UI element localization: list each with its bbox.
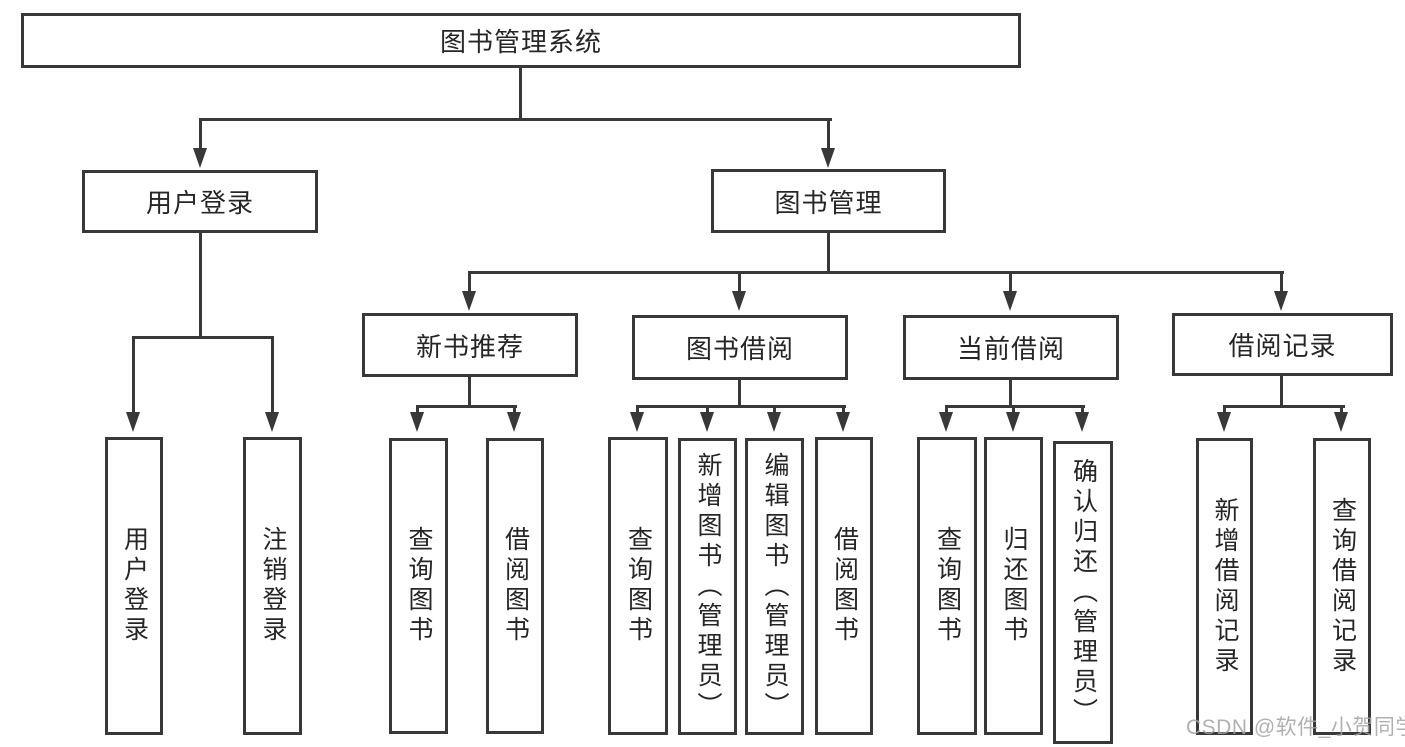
leaf-logout-login: 注销登录 [243,437,302,735]
arrowhead-login [193,148,207,168]
node-book-management: 图书管理 [711,169,946,233]
connector-group0-horizontal [416,405,517,408]
connector-stem-group-2 [1009,274,1012,293]
connector-stem-g0-b [513,405,516,415]
arrowhead-group-0 [462,291,476,311]
connector-group1-horizontal [636,405,846,408]
leaf-user-login: 用户登录 [105,437,163,735]
node-user-login-branch: 用户登录 [82,170,318,233]
connector-stem-user-login [132,339,135,414]
connector-stem-login [199,121,202,150]
csdn-watermark: CSDN @软件_小贺同学 [1186,716,1405,739]
arrowhead-group-3 [1274,291,1288,311]
connector-group2-vertical [1009,380,1012,408]
connector-stem-g3-b [1340,405,1343,415]
connector-login-vertical [199,233,202,339]
arrowhead-g0-a [410,412,424,432]
leaf-add-book-admin: 新增图书（管理员） [678,438,737,735]
connector-stem-g1-d [842,405,845,415]
connector-stem-g1-a [636,405,639,415]
leaf-query-books-recommend: 查询图书 [389,438,448,734]
arrowhead-g2-a [939,412,953,432]
arrowhead-g1-b [700,412,714,432]
leaf-borrow-books-recommend: 借阅图书 [486,438,544,734]
connector-stem-logout [271,339,274,414]
connector-stem-g0-a [416,405,419,415]
connector-stem-g3-a [1223,405,1226,415]
arrowhead-g3-b [1334,412,1348,432]
connector-stem-g1-c [773,405,776,415]
arrowhead-g2-c [1075,412,1089,432]
connector-stem-group-1 [738,274,741,293]
connector-stem-manage [827,121,830,150]
arrowhead-logout [265,412,279,432]
connector-stem-g2-c [1081,405,1084,415]
connector-root-horizontal [199,118,832,121]
node-current-borrowing: 当前借阅 [903,315,1119,380]
arrowhead-group-2 [1003,291,1017,311]
arrowhead-manage [821,148,835,168]
connector-stem-group-3 [1280,274,1283,293]
leaf-return-books: 归还图书 [984,437,1043,735]
node-book-borrowing: 图书借阅 [632,315,848,380]
leaf-edit-book-admin: 编辑图书（管理员） [745,438,804,735]
connector-manage-vertical [827,233,830,274]
connector-stem-g2-b [1012,405,1015,415]
connector-group0-vertical [468,377,471,408]
connector-group3-horizontal [1223,405,1345,408]
connector-stem-g2-a [945,405,948,415]
node-new-book-recommendation: 新书推荐 [362,313,578,377]
leaf-borrow-books-borrowing: 借阅图书 [815,437,873,735]
arrowhead-user-login [126,412,140,432]
node-borrowing-records: 借阅记录 [1172,313,1393,376]
connector-login-horizontal [132,336,274,339]
connector-stem-g1-b [706,405,709,415]
connector-group3-vertical [1280,376,1283,408]
connector-root-vertical [519,68,522,121]
leaf-query-borrow-record: 查询借阅记录 [1313,438,1371,735]
arrowhead-g0-b [507,412,521,432]
arrowhead-g1-c [767,412,781,432]
connector-group2-horizontal [945,405,1085,408]
arrowhead-g1-a [630,412,644,432]
node-root: 图书管理系统 [21,13,1021,68]
leaf-confirm-return-admin: 确认归还（管理员） [1053,441,1113,744]
connector-manage-horizontal [468,271,1284,274]
connector-group1-vertical [738,380,741,408]
arrowhead-g3-a [1217,412,1231,432]
leaf-query-books-current: 查询图书 [917,437,977,735]
arrowhead-g2-b [1006,412,1020,432]
leaf-add-borrow-record: 新增借阅记录 [1196,438,1253,735]
arrowhead-group-1 [732,291,746,311]
connector-stem-group-0 [468,274,471,293]
arrowhead-g1-d [836,412,850,432]
leaf-query-books-borrowing: 查询图书 [608,437,668,735]
